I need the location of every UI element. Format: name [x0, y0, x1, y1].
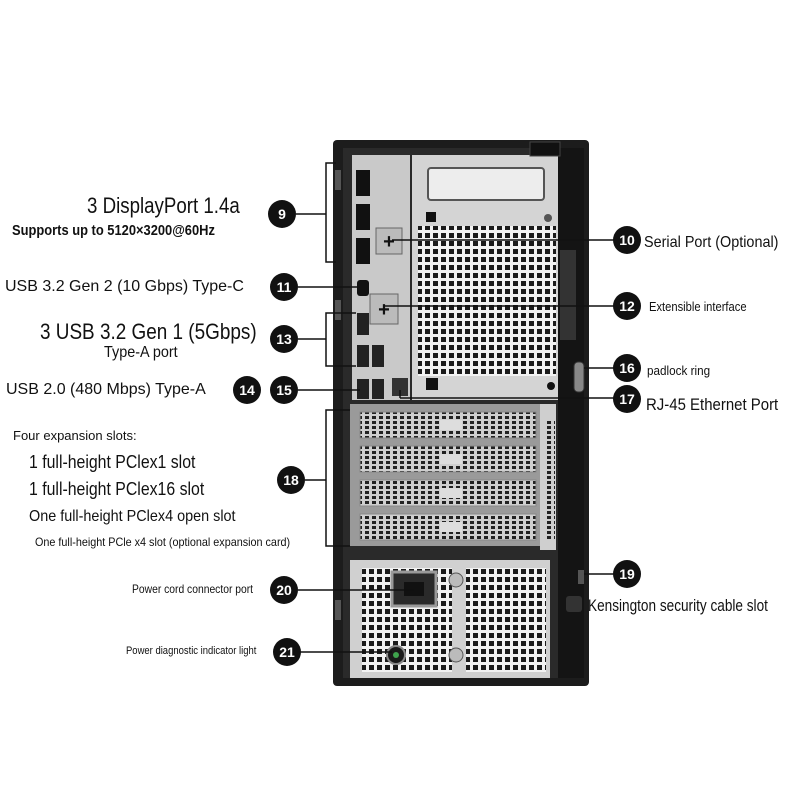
- badge-20: 20: [270, 576, 298, 604]
- expansion-slot-1: 1 full-height PClex1 slot: [29, 452, 196, 472]
- usb2-label: USB 2.0 (480 Mbps) Type-A: [6, 381, 206, 398]
- expansion-slots: [350, 404, 556, 550]
- expansion-slot-3: One full-height PClex4 open slot: [29, 508, 236, 525]
- badge-16: 16: [613, 354, 641, 382]
- badge-18: 18: [277, 466, 305, 494]
- expansion-slot-2: 1 full-height PClex16 slot: [29, 479, 205, 499]
- badge-21: 21: [273, 638, 301, 666]
- power-cord-label: Power cord connector port: [132, 582, 254, 596]
- displayport-title: 3 DisplayPort 1.4a: [87, 193, 240, 218]
- serial-label: Serial Port (Optional): [644, 234, 779, 251]
- badge-13: 13: [270, 325, 298, 353]
- badge-9: 9: [268, 200, 296, 228]
- usb3-subtitle: Type-A port: [104, 344, 178, 361]
- rj45-label: RJ-45 Ethernet Port: [646, 395, 779, 414]
- padlock-label: padlock ring: [647, 363, 711, 378]
- io-ports: + +: [356, 170, 585, 399]
- badge-19: 19: [613, 560, 641, 588]
- power-supply: [350, 560, 584, 678]
- expansion-title: Four expansion slots:: [13, 428, 137, 443]
- displayport-subtitle: Supports up to 5120×3200@60Hz: [12, 222, 215, 239]
- badge-15: 15: [270, 376, 298, 404]
- badge-12: 12: [613, 292, 641, 320]
- svg-text:+: +: [378, 299, 390, 321]
- badge-11: 11: [270, 273, 298, 301]
- usb3-title: 3 USB 3.2 Gen 1 (5Gbps): [40, 319, 257, 344]
- kensington-label: Kensington security cable slot: [588, 596, 768, 615]
- leader-lines: [296, 162, 614, 653]
- expansion-slot-4: One full-height PCle x4 slot (optional e…: [35, 535, 291, 549]
- usbc-label: USB 3.2 Gen 2 (10 Gbps) Type-C: [5, 278, 244, 295]
- badge-17: 17: [613, 385, 641, 413]
- svg-text:+: +: [383, 231, 395, 253]
- badge-10: 10: [613, 226, 641, 254]
- badge-14: 14: [233, 376, 261, 404]
- power-diag-label: Power diagnostic indicator light: [126, 645, 257, 657]
- extensible-label: Extensible interface: [649, 299, 747, 314]
